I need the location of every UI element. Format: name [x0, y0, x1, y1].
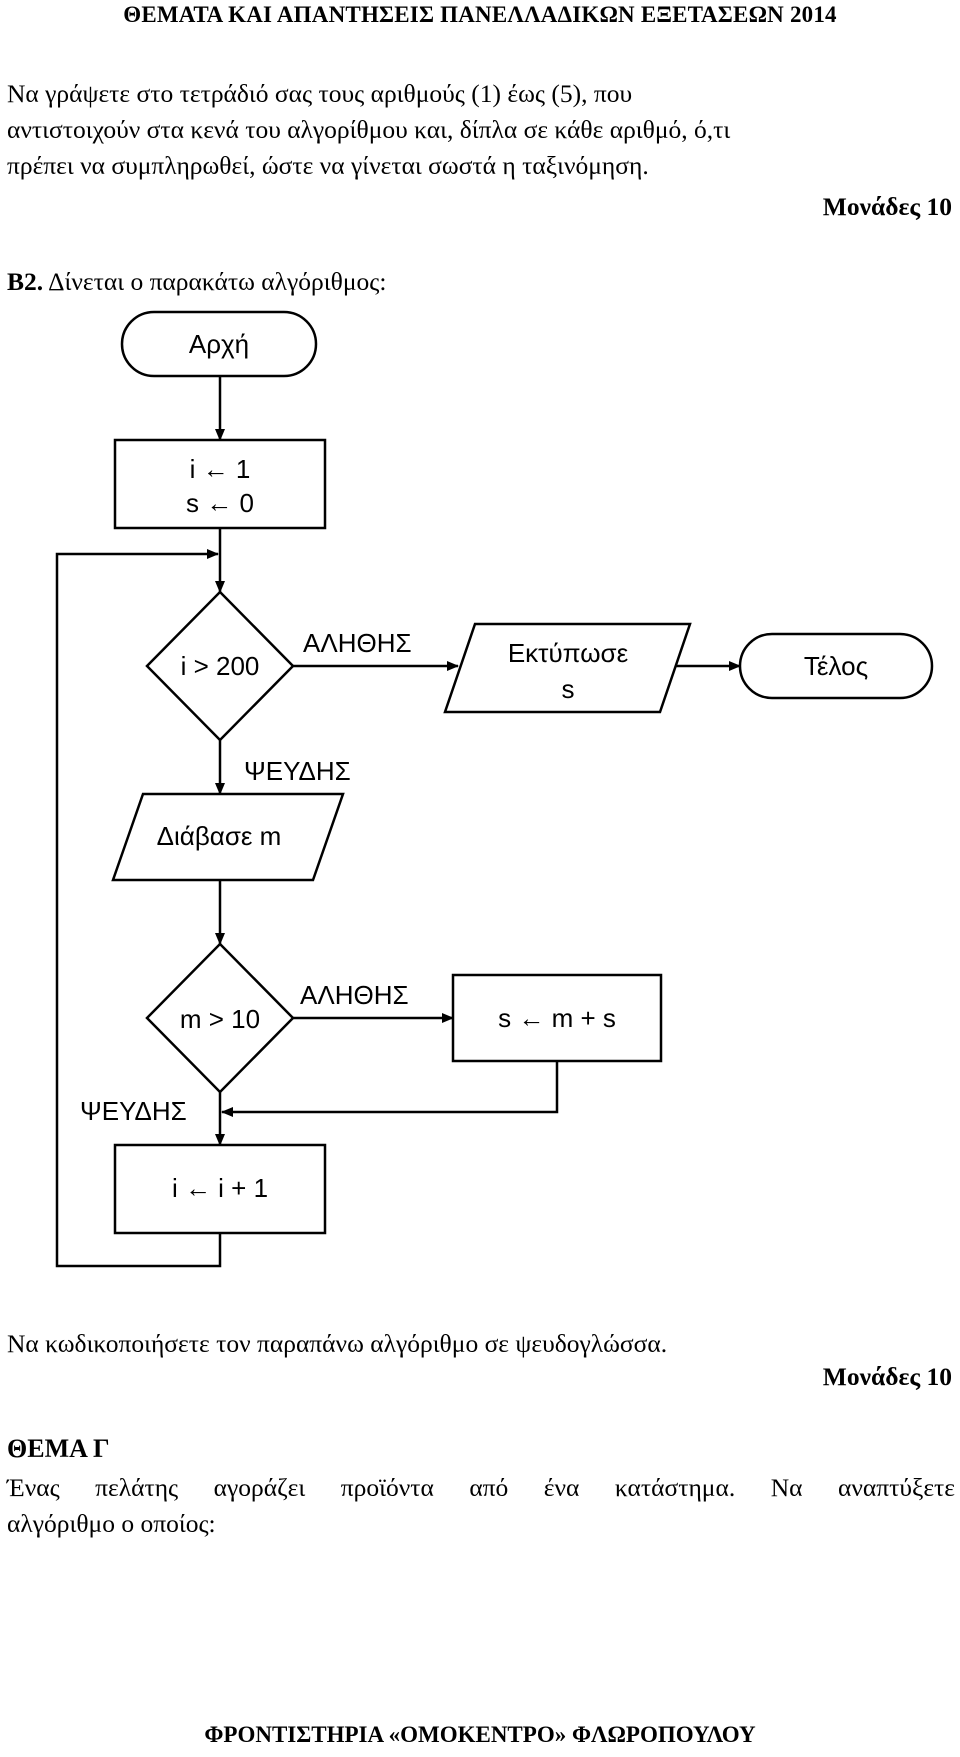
intro-points: Μονάδες 10 — [822, 192, 952, 221]
page-footer: ΦΡΟΝΤΙΣΤΗΡΙΑ «ΟΜΟΚΕΝΤΡΟ» ΦΛΩΡΟΠΟΥΛΟΥ — [204, 1722, 756, 1747]
task-points: Μονάδες 10 — [822, 1362, 952, 1391]
task-text: Να κωδικοποιήσετε τον παραπάνω αλγόριθμο… — [7, 1329, 668, 1358]
increment-label: i ← i + 1 — [172, 1173, 268, 1203]
b2-text: Δίνεται ο παρακάτω αλγόριθμος: — [43, 267, 387, 296]
end-label: Τέλος — [804, 651, 868, 681]
print-label-2: s — [562, 674, 575, 704]
decision1-true-label: ΑΛΗΘΗΣ — [303, 628, 412, 658]
decision2-true-label: ΑΛΗΘΗΣ — [300, 980, 409, 1010]
b2-label: Β2. — [7, 267, 44, 296]
start-label: Αρχή — [189, 329, 249, 359]
assign-label: s ← m + s — [498, 1003, 616, 1033]
read-label: Διάβασε m — [157, 821, 282, 851]
decision2-label: m > 10 — [180, 1004, 260, 1034]
theme-c-heading: ΘΕΜΑ Γ — [7, 1434, 110, 1463]
print-label-1: Εκτύπωσε — [508, 638, 629, 668]
theme-c-line-2: αλγόριθμο ο οποίος: — [7, 1509, 216, 1538]
decision1-false-label: ΨΕΥΔΗΣ — [244, 756, 351, 786]
arrow-assign-to-merge — [221, 1061, 559, 1117]
init-label-1: i ← 1 — [190, 454, 251, 484]
intro-line-1: Να γράψετε στο τετράδιό σας τους αριθμού… — [7, 79, 633, 108]
flowchart: Αρχή i ← 1 s ← 0 i > 200 ΑΛΗΘΗΣ Εκτύπωσε… — [55, 310, 934, 1268]
page-header: ΘΕΜΑΤΑ ΚΑΙ ΑΠΑΝΤΗΣΕΙΣ ΠΑΝΕΛΛΑΔΙΚΩΝ ΕΞΕΤΑ… — [123, 2, 837, 27]
theme-c-paragraph: Ένας πελάτης αγοράζει προϊόντα από ένα κ… — [7, 1470, 955, 1542]
decision2-false-label: ΨΕΥΔΗΣ — [80, 1096, 187, 1126]
loop-back-arrow — [55, 549, 222, 1268]
b2-question: Β2. Δίνεται ο παρακάτω αλγόριθμος: — [7, 264, 955, 300]
theme-c-line-1: Ένας πελάτης αγοράζει προϊόντα από ένα κ… — [7, 1473, 955, 1502]
intro-line-2: αντιστοιχούν στα κενά του αλγορίθμου και… — [7, 115, 731, 144]
decision1-label: i > 200 — [181, 651, 260, 681]
intro-line-3: πρέπει να συμπληρωθεί, ώστε να γίνεται σ… — [7, 151, 649, 180]
init-label-2: s ← 0 — [186, 488, 254, 518]
read-input-shape — [111, 792, 345, 882]
print-output-shape — [443, 622, 692, 714]
intro-paragraph: Να γράψετε στο τετράδιό σας τους αριθμού… — [7, 76, 955, 184]
